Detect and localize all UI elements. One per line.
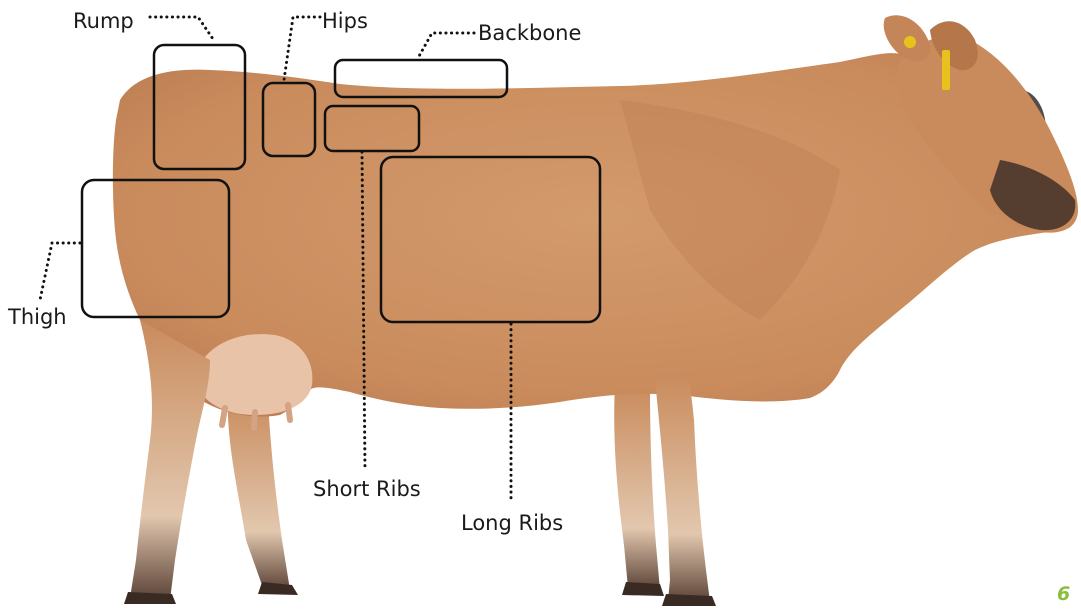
- rump-label: Rump: [73, 11, 134, 32]
- far-front-leg: [614, 385, 660, 590]
- near-hind-leg: [130, 320, 210, 600]
- page-number: 6: [1057, 585, 1070, 604]
- rump-leader: [150, 17, 215, 42]
- short-ribs-label: Short Ribs: [313, 479, 421, 500]
- backbone-label: Backbone: [478, 23, 581, 44]
- hoof: [622, 582, 664, 596]
- hips-leader: [284, 17, 320, 80]
- near-front-leg: [655, 375, 710, 602]
- backbone-leader: [418, 33, 474, 58]
- far-hind-leg: [228, 395, 290, 590]
- hips-label: Hips: [322, 11, 368, 32]
- hoof: [258, 582, 298, 595]
- ear-tag: [904, 36, 916, 48]
- long-ribs-label: Long Ribs: [461, 513, 563, 534]
- thigh-label: Thigh: [8, 307, 67, 328]
- thigh-leader: [40, 243, 80, 300]
- jersey-cow-image: [113, 15, 1078, 606]
